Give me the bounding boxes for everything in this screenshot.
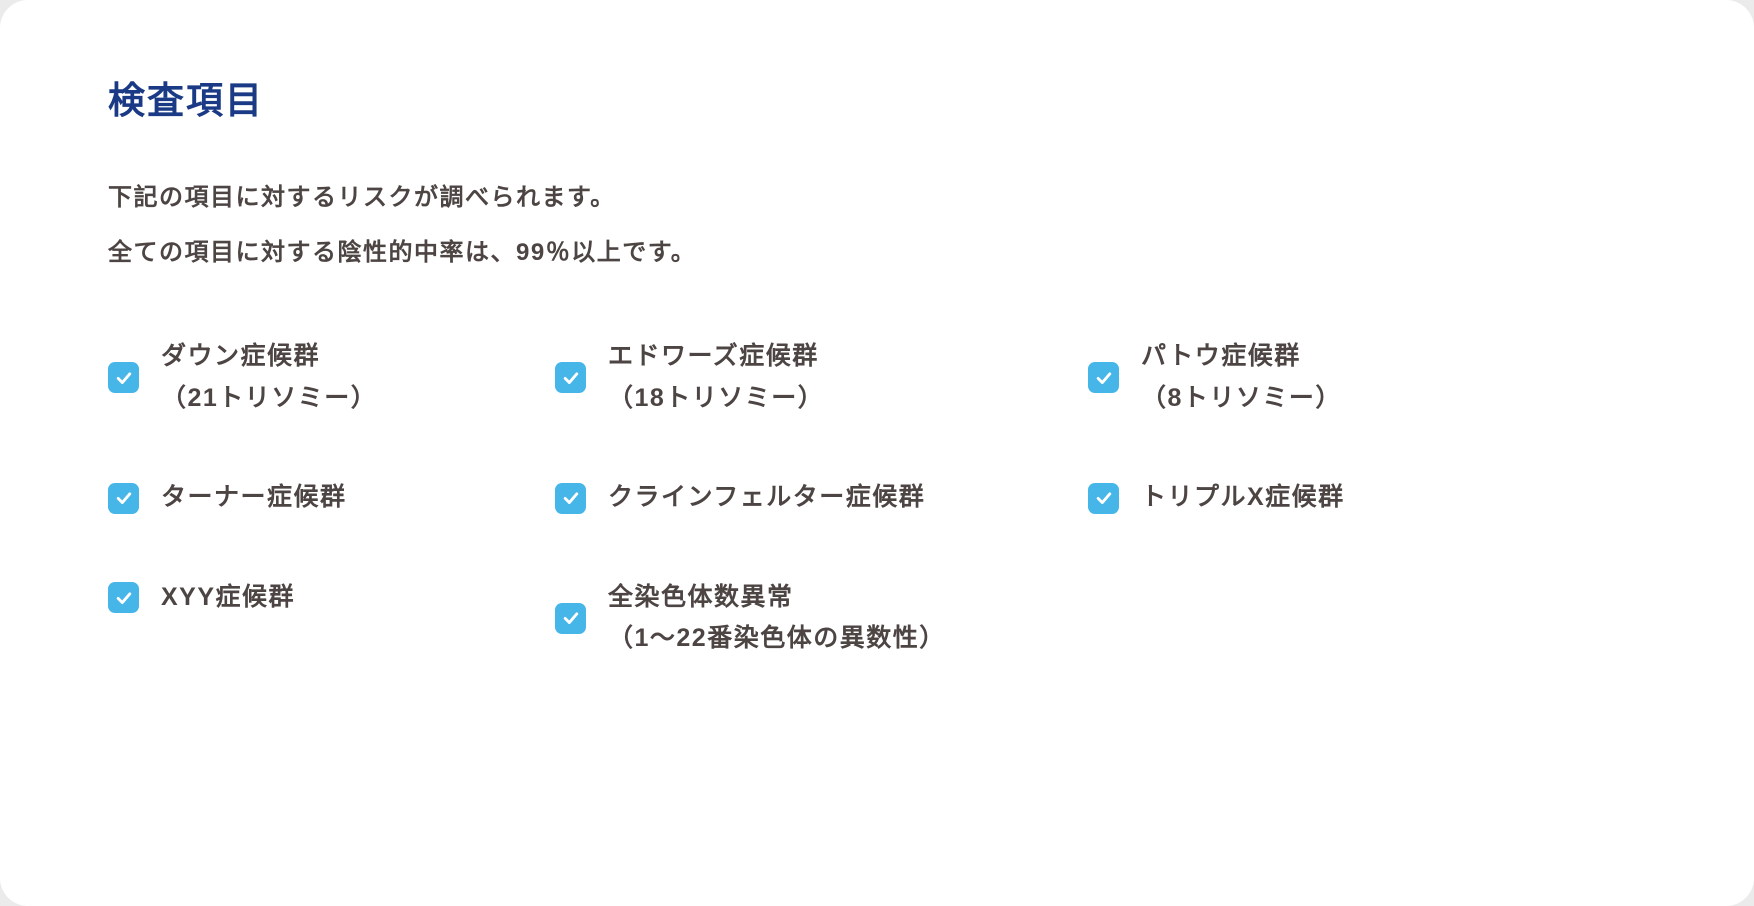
checkbox-checked-icon[interactable] <box>1088 362 1119 394</box>
checkbox-checked-icon[interactable] <box>555 602 586 634</box>
description-line-2: 全ての項目に対する陰性的中率は、99％以上です。 <box>108 239 697 267</box>
test-item-down-syndrome: ダウン症候群 （21トリソミー） <box>108 336 555 419</box>
test-item-all-chromosome-aneuploidy: 全染色体数異常 （1〜22番染色体の異数性） <box>555 577 1088 660</box>
test-item-label: パトウ症候群 <box>1141 342 1301 371</box>
test-item-klinefelter-syndrome: クラインフェルター症候群 <box>555 477 1088 519</box>
test-item-xyy-syndrome: XYY症候群 <box>108 577 555 619</box>
checkbox-checked-icon[interactable] <box>108 362 139 394</box>
checkbox-checked-icon[interactable] <box>555 362 586 394</box>
test-item-label: ダウン症候群 <box>161 342 321 371</box>
test-item-sub-label: （8トリソミー） <box>1141 383 1342 412</box>
checkbox-checked-icon[interactable] <box>108 482 139 514</box>
checkbox-checked-icon[interactable] <box>1088 482 1119 514</box>
test-item-sub-label: （21トリソミー） <box>161 383 378 412</box>
test-item-patau-syndrome: パトウ症候群 （8トリソミー） <box>1088 336 1654 419</box>
description-line-1: 下記の項目に対するリスクが調べられます。 <box>108 184 616 211</box>
checkbox-checked-icon[interactable] <box>108 582 139 614</box>
test-item-label: 全染色体数異常 <box>608 582 794 611</box>
test-item-sub-label: （1〜22番染色体の異数性） <box>608 624 946 653</box>
test-item-triple-x-syndrome: トリプルX症候群 <box>1088 477 1654 519</box>
test-item-edwards-syndrome: エドワーズ症候群 （18トリソミー） <box>555 336 1088 419</box>
test-item-turner-syndrome: ターナー症候群 <box>108 477 555 519</box>
test-item-label: XYY症候群 <box>161 582 296 611</box>
test-items-grid: ダウン症候群 （21トリソミー） エドワーズ症候群 （18トリソミー） パトウ症… <box>108 336 1654 660</box>
test-item-label: クラインフェルター症候群 <box>608 483 926 512</box>
description: 下記の項目に対するリスクが調べられます。 全ての項目に対する陰性的中率は、99％… <box>108 170 1654 280</box>
checkbox-checked-icon[interactable] <box>555 482 586 514</box>
test-item-label: ターナー症候群 <box>161 483 347 512</box>
test-item-label: トリプルX症候群 <box>1141 483 1345 512</box>
test-item-label: エドワーズ症候群 <box>608 342 819 371</box>
page-title: 検査項目 <box>108 80 264 121</box>
test-item-sub-label: （18トリソミー） <box>608 383 825 412</box>
